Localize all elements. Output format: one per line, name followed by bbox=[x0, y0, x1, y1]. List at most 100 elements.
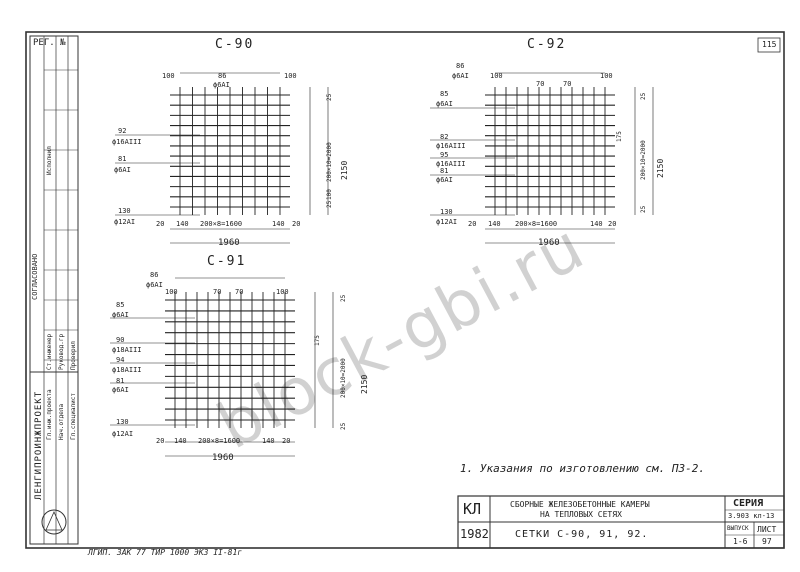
dim-label: 140 bbox=[488, 220, 501, 228]
dim-label: 20 bbox=[608, 220, 617, 228]
outer-frame bbox=[25, 31, 785, 549]
callout-bar: ϕ16АIII bbox=[112, 138, 142, 146]
dim-label: 25 bbox=[640, 92, 647, 100]
dim-label: 100 bbox=[600, 72, 613, 80]
title-block bbox=[457, 495, 785, 549]
page-number-box bbox=[757, 37, 781, 53]
org-block bbox=[29, 371, 79, 545]
callout-bar: ϕ16АIII bbox=[436, 160, 466, 168]
dim-label: 140 bbox=[262, 437, 275, 445]
callout-pos: 81 bbox=[440, 167, 449, 175]
registration-label: РЕГ. № bbox=[33, 38, 66, 48]
dim-label: 100 bbox=[276, 288, 289, 296]
title-block-desc1: СБОРНЫЕ ЖЕЛЕЗОБЕТОННЫЕ КАМЕРЫ bbox=[510, 500, 650, 509]
dim-label: 200×8=1600 bbox=[515, 220, 558, 228]
dim-label: 100 bbox=[162, 72, 175, 80]
stamp-row: Исполнил bbox=[46, 146, 53, 175]
dim-total-width: 1960 bbox=[538, 238, 560, 248]
dim-label: 70 bbox=[235, 288, 244, 296]
stamp-row: Проверил bbox=[70, 341, 77, 370]
page-number: 115 bbox=[762, 40, 777, 49]
dim-label: 100 bbox=[326, 189, 333, 200]
stamp-row: Гл.инж.проекта bbox=[46, 389, 53, 440]
callout-bar: ϕ12АI bbox=[436, 218, 458, 226]
dim-label: 20 bbox=[468, 220, 477, 228]
callout-pos: 81 bbox=[116, 377, 125, 385]
callout-pos: 86 bbox=[150, 271, 159, 279]
dim-label: 20 bbox=[156, 220, 165, 228]
dim-label: 20 bbox=[156, 437, 165, 445]
dim-label: 70 bbox=[536, 80, 545, 88]
stamp-row: Ст.инженер bbox=[46, 333, 53, 370]
callout-pos: 130 bbox=[440, 208, 453, 216]
stamp-row: Гл.специалист bbox=[70, 393, 77, 440]
callout-pos: 82 bbox=[440, 133, 449, 141]
callout-pos: 130 bbox=[116, 418, 129, 426]
title-block-kl: КЛ bbox=[463, 500, 482, 518]
callout-bar: ϕ6АI bbox=[213, 81, 230, 89]
callout-pos: 92 bbox=[118, 127, 127, 135]
callout-pos: 130 bbox=[118, 207, 131, 215]
strip-rows bbox=[44, 69, 78, 361]
list-label: ЛИСТ bbox=[757, 525, 777, 534]
dim-label: 2150 bbox=[340, 160, 349, 180]
dim-label: 20 bbox=[282, 437, 291, 445]
drawing-title-c92: С-92 bbox=[527, 37, 567, 52]
print-footer: ЛГИП. ЗАК 77 ТИР 1000 ЭКЗ II-81г bbox=[88, 548, 243, 557]
dim-label: 100 bbox=[490, 72, 503, 80]
dim-label: 25 bbox=[340, 422, 347, 430]
dim-label: 140 bbox=[590, 220, 603, 228]
callout-pos: 85 bbox=[116, 301, 125, 309]
agreed-label: СОГЛАСОВАНО bbox=[31, 253, 39, 300]
dim-label: 140 bbox=[174, 437, 187, 445]
drawing-title-c91: С-91 bbox=[207, 254, 247, 269]
dim-label: 20 bbox=[292, 220, 301, 228]
issue-label: ВЫПУСК bbox=[727, 525, 749, 532]
dim-label: 140 bbox=[176, 220, 189, 228]
series-value: 3.903 кл-13 bbox=[728, 512, 775, 520]
callout-pos: 85 bbox=[440, 90, 449, 98]
org-seal bbox=[41, 509, 67, 535]
callout-bar: ϕ6АI bbox=[452, 72, 469, 80]
drawing-title-c90: С-90 bbox=[215, 37, 255, 52]
callout-bar: ϕ12АI bbox=[114, 218, 136, 226]
callout-pos: 90 bbox=[116, 336, 125, 344]
callout-pos: 94 bbox=[116, 356, 125, 364]
series-label: СЕРИЯ bbox=[733, 498, 764, 509]
org-name: ЛЕНГИПРОИНЖПРОЕКТ bbox=[34, 390, 44, 500]
dim-total-width: 1960 bbox=[212, 453, 234, 463]
callout-pos: 86 bbox=[218, 72, 227, 80]
title-block-sheet-title: СЕТКИ С-90, 91, 92. bbox=[515, 529, 649, 540]
callout-bar: ϕ6АI bbox=[112, 386, 129, 394]
dim-label: 200×8=1600 bbox=[200, 220, 243, 228]
drawing-c90 bbox=[115, 72, 329, 244]
drawing-c91 bbox=[110, 277, 334, 457]
dim-label: 25 bbox=[326, 93, 333, 101]
callout-pos: 95 bbox=[440, 151, 449, 159]
callout-bar: ϕ6АI bbox=[114, 166, 131, 174]
issue-value: 1-6 bbox=[733, 537, 748, 546]
callout-bar: ϕ18АIII bbox=[112, 366, 142, 374]
callout-bar: ϕ6АI bbox=[112, 311, 129, 319]
dim-label: 25 bbox=[640, 205, 647, 213]
dim-label: 100 bbox=[284, 72, 297, 80]
dim-label: 70 bbox=[563, 80, 572, 88]
dim-label: 175 bbox=[616, 131, 623, 142]
dim-total-width: 1960 bbox=[218, 238, 240, 248]
callout-bar: ϕ18АIII bbox=[112, 346, 142, 354]
callout-pos: 81 bbox=[118, 155, 127, 163]
callout-bar: ϕ6АI bbox=[436, 100, 453, 108]
dim-label: 2150 bbox=[656, 158, 665, 178]
callout-pos: 86 bbox=[456, 62, 465, 70]
stamp-row: Руковод.гр bbox=[58, 333, 65, 370]
dim-label: 200×10=2000 bbox=[326, 142, 333, 182]
callout-bar: ϕ6АI bbox=[146, 281, 163, 289]
drawing-c92 bbox=[430, 72, 654, 244]
fabrication-note: 1. Указания по изготовлению см. ПЗ-2. bbox=[460, 462, 706, 475]
dim-label: 25 bbox=[326, 200, 333, 208]
dim-label: 70 bbox=[213, 288, 222, 296]
dim-label: 140 bbox=[272, 220, 285, 228]
dim-label: 200×10=2000 bbox=[640, 140, 647, 180]
